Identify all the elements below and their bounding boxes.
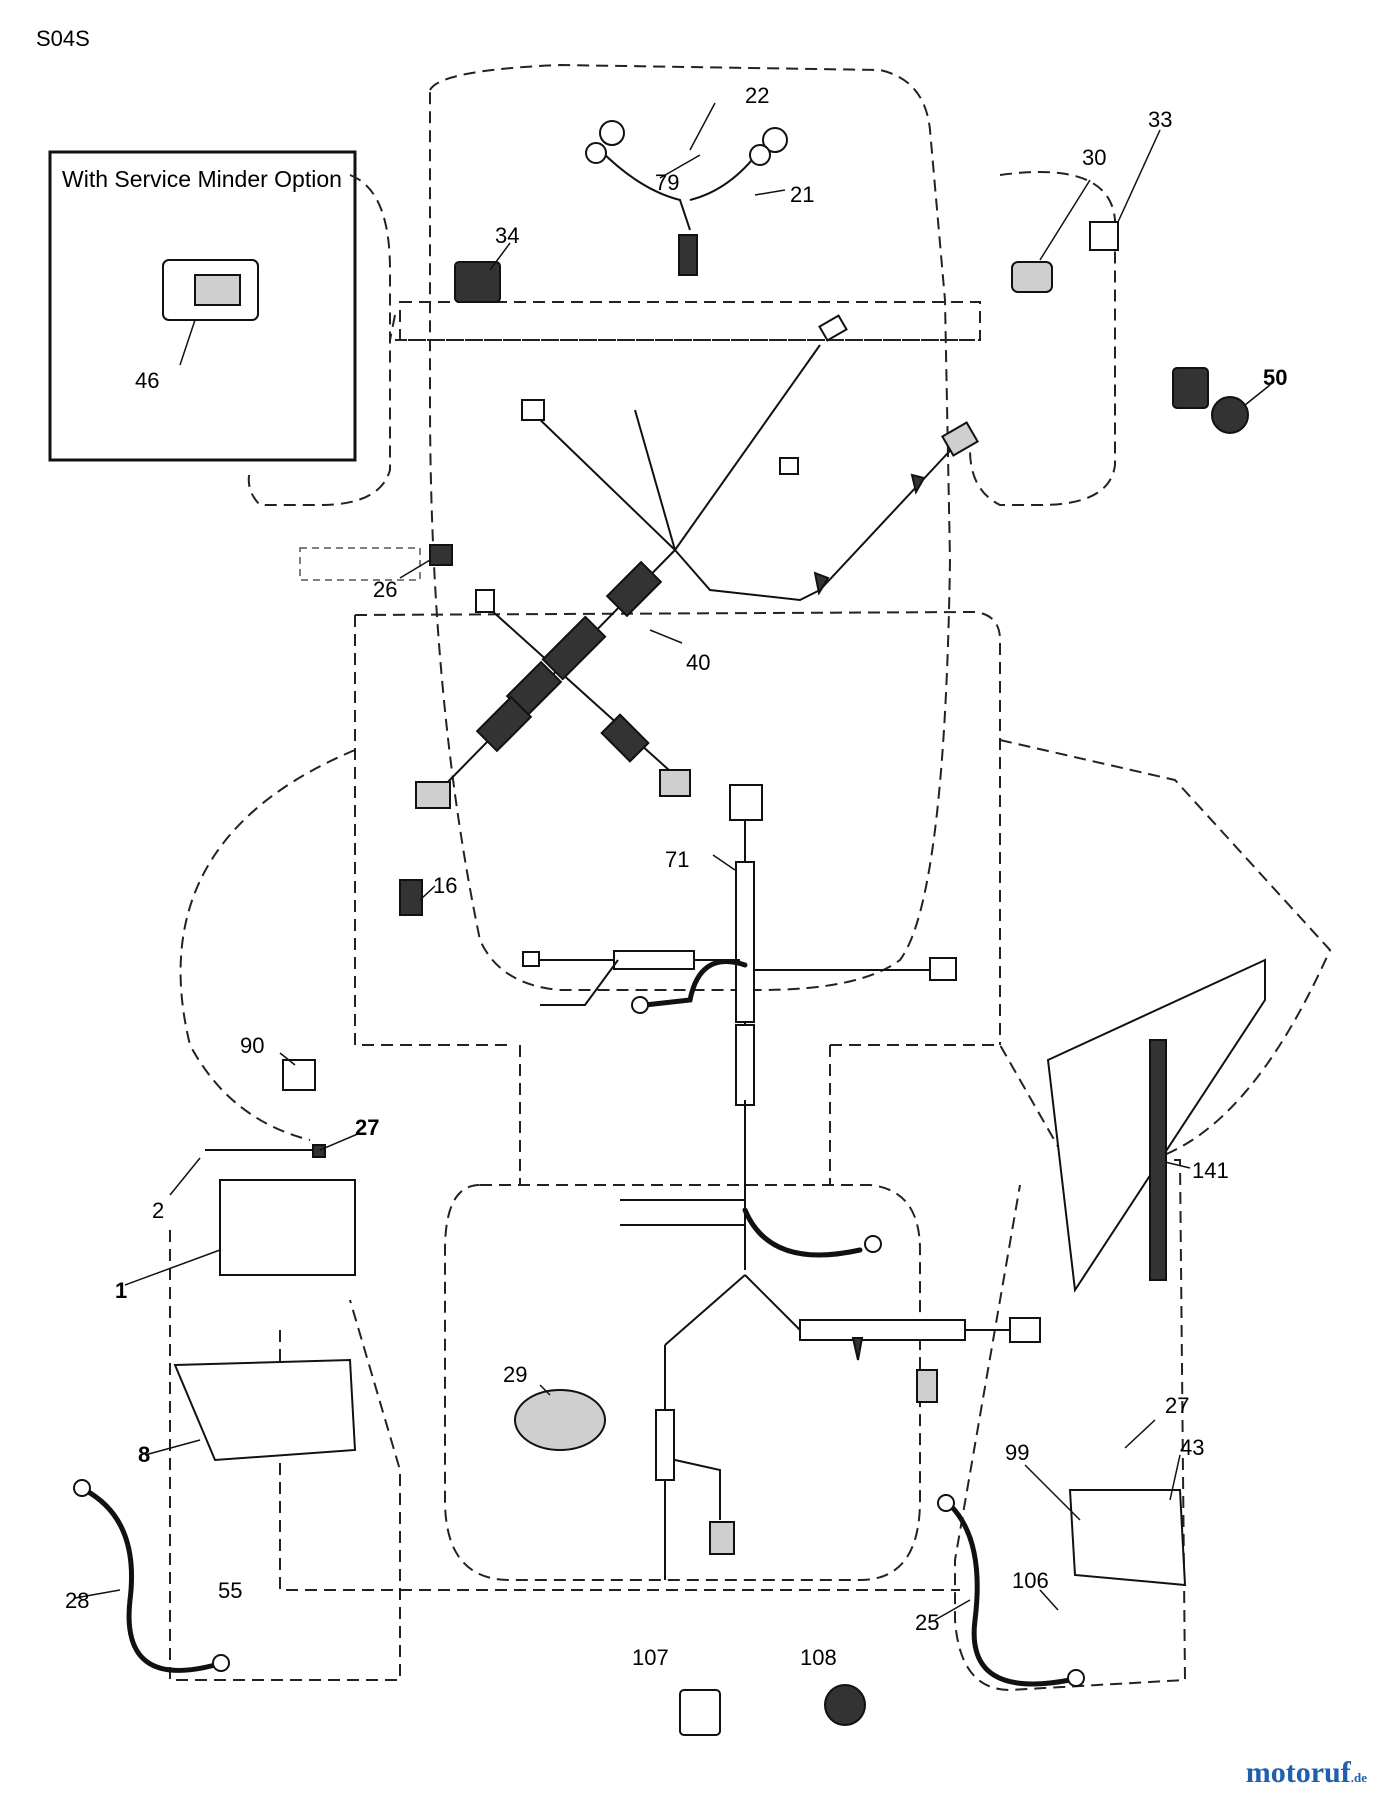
label-71: 71 (665, 847, 689, 872)
label-34: 34 (495, 223, 519, 248)
label-79: 79 (655, 170, 679, 195)
label-50: 50 (1263, 365, 1287, 390)
option-box-frame (48, 150, 357, 462)
leader-lines (74, 102, 1271, 1621)
label-141: 141 (1192, 1158, 1229, 1183)
diagram-code: S04S (36, 26, 90, 51)
watermark-brand: motoruf (1245, 1756, 1351, 1789)
label-8: 8 (138, 1442, 150, 1467)
label-99: 99 (1005, 1440, 1029, 1465)
label-2: 2 (152, 1198, 164, 1223)
option-box-title: With Service Minder Option (62, 166, 342, 192)
watermark-tld: .de (1350, 1770, 1367, 1785)
parts (162, 221, 1266, 1736)
label-27-right: 27 (1165, 1393, 1189, 1418)
label-40: 40 (686, 650, 710, 675)
label-55: 55 (218, 1578, 242, 1603)
cables (73, 1144, 1085, 1687)
label-22: 22 (745, 83, 769, 108)
label-43: 43 (1180, 1435, 1204, 1460)
headlight-harness (585, 120, 788, 276)
watermark-logo: motoruf.de (1246, 1756, 1367, 1790)
label-25: 25 (915, 1610, 939, 1635)
label-107: 107 (632, 1645, 669, 1670)
harness-71 (522, 784, 1041, 1580)
label-21: 21 (790, 182, 814, 207)
label-106: 106 (1012, 1568, 1049, 1593)
part-labels: 22 79 21 34 30 33 50 46 26 40 71 16 90 2… (65, 83, 1287, 1670)
label-46: 46 (135, 368, 159, 393)
label-1: 1 (115, 1278, 127, 1303)
label-30: 30 (1082, 145, 1106, 170)
label-108: 108 (800, 1645, 837, 1670)
label-90: 90 (240, 1033, 264, 1058)
label-26: 26 (373, 577, 397, 602)
label-28: 28 (65, 1588, 89, 1613)
label-29: 29 (503, 1362, 527, 1387)
label-33: 33 (1148, 107, 1172, 132)
label-27-top: 27 (355, 1115, 379, 1140)
harness-40 (415, 314, 979, 809)
label-16: 16 (433, 873, 457, 898)
